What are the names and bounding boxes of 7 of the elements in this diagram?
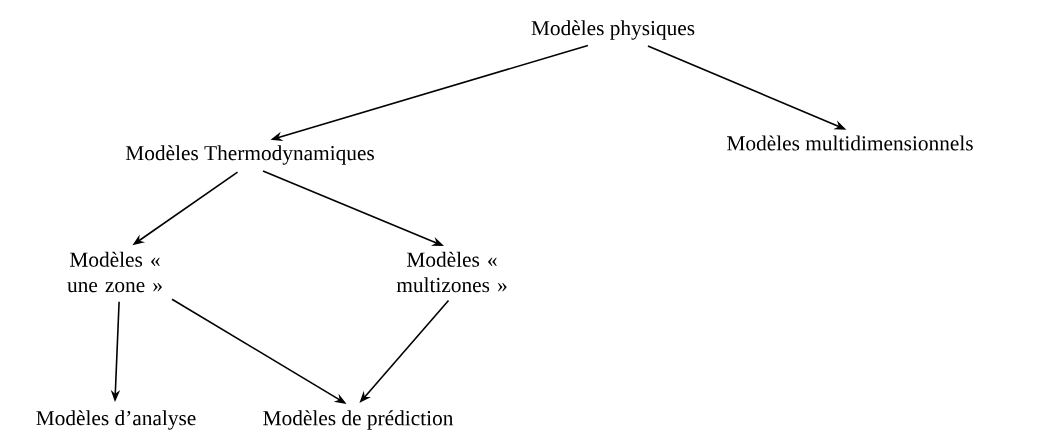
node-label: Modèles « une zone » [67, 251, 162, 293]
node-label: Modèles « multizones » [396, 251, 507, 293]
node-label: Modèles physiques [531, 20, 695, 40]
node-label: Modèles d’analyse [36, 410, 196, 430]
node-label: Modèles de prédiction [263, 410, 454, 430]
node-label: Modèles multidimensionnels [727, 135, 973, 151]
node-label: Modèles Thermodynamiques [125, 145, 374, 165]
